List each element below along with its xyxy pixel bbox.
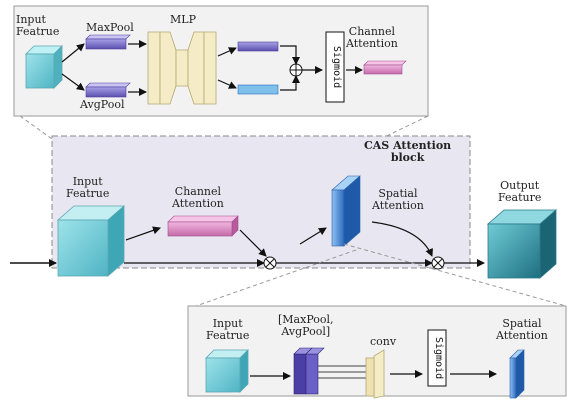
spatial-panel-input-label: Input Featrue: [206, 317, 250, 342]
channel-panel-input-cube: [25, 45, 63, 89]
cas-block-title: CAS Attention block: [364, 139, 452, 164]
main-channel-attention-bar: [167, 215, 239, 237]
main-spatial-attention-bar: [331, 175, 361, 247]
main-input-label: Input Featrue: [66, 175, 110, 200]
main-channel-label: Channel Attention: [172, 185, 224, 210]
spatial-sigmoid-box: [427, 329, 447, 387]
connector-bottom-right: [343, 243, 567, 307]
mlp-label: MLP: [170, 13, 196, 26]
arrow-channel-to-multiply: [239, 229, 267, 257]
pool-concat-maps: [293, 347, 325, 395]
avgpool-label: AvgPool: [80, 98, 125, 111]
mlp-block: [147, 31, 217, 105]
maxpool-label: MaxPool: [86, 21, 134, 34]
main-input-cube: [56, 205, 126, 277]
arrow-input-to-maxpool: [61, 43, 85, 63]
arrow-mlp-to-bottom-bar: [217, 79, 237, 89]
channel-attention-output-bar: [363, 60, 407, 75]
spatial-sigmoid-label: Sigmoid: [433, 336, 444, 380]
channel-panel-input-label: Input Featrue: [16, 13, 60, 38]
spatial-attention-output-bar: [509, 349, 525, 399]
multiply-operator-2: [431, 256, 445, 270]
arrow-spatial-to-multiply: [371, 221, 433, 257]
main-spatial-label: Spatial Attention: [372, 187, 424, 212]
mlp-out-bar-bottom: [237, 84, 279, 95]
arrow-to-spatial: [299, 227, 327, 245]
channel-sigmoid-label: Sigmoid: [331, 45, 342, 89]
maxpool-bar: [85, 34, 131, 50]
output-feature-cube: [486, 209, 558, 279]
arrow-input-to-avgpool: [61, 73, 85, 91]
arrow-mlp-to-top-bar: [217, 47, 237, 57]
arrow-input-to-channel: [125, 226, 161, 241]
channel-attention-panel: [13, 5, 429, 117]
conv-layer: [365, 349, 385, 399]
conv-connection: [318, 365, 374, 379]
conv-label: conv: [370, 335, 397, 348]
mlp-out-bar-top: [237, 41, 279, 52]
multiply-operator-1: [263, 256, 277, 270]
sum-operator: [289, 63, 303, 77]
arrow-bottom-bar-to-sum: [280, 75, 300, 91]
arrow-top-bar-to-sum: [280, 45, 300, 65]
output-feature-label: Output Feature: [498, 179, 542, 204]
spatial-panel-output-label: Spatial Attention: [496, 317, 548, 342]
connector-bottom-left: [195, 249, 357, 307]
channel-sigmoid-box: [325, 31, 345, 103]
channel-panel-output-label: Channel Attention: [346, 25, 398, 50]
pool-concat-label: [MaxPool, AvgPool]: [278, 313, 334, 338]
spatial-panel-input-cube: [205, 349, 249, 393]
avgpool-bar: [85, 82, 131, 98]
